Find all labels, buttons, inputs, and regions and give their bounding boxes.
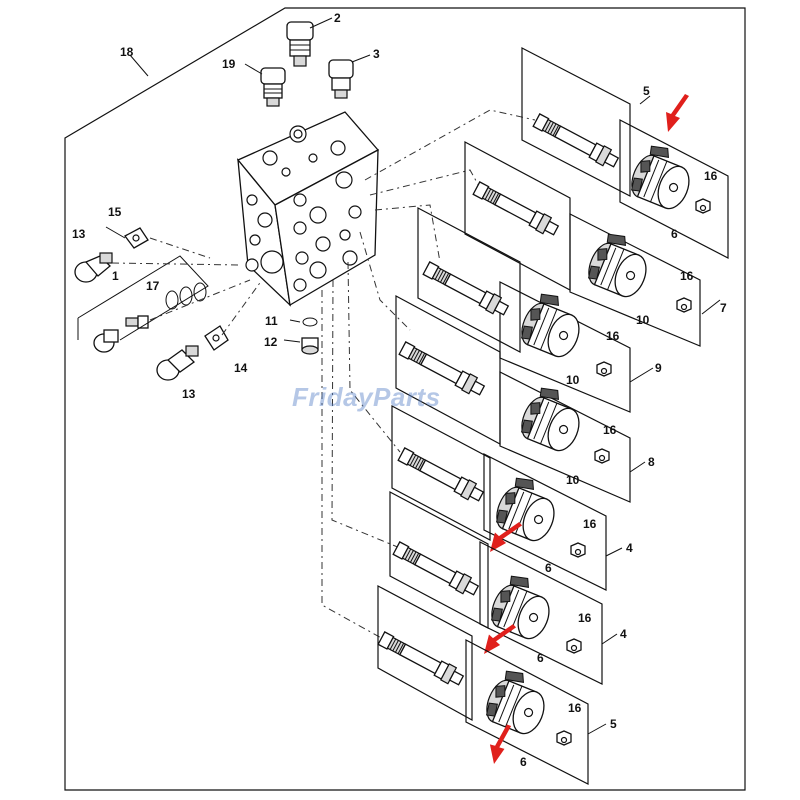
callout-10-a: 10 <box>636 313 650 327</box>
callout-2: 2 <box>334 11 341 25</box>
fitting-15 <box>124 227 149 249</box>
solenoid-group-4-lower <box>389 491 603 685</box>
fitting-14 <box>204 325 229 351</box>
plug-19 <box>260 67 286 107</box>
solenoid-group-7 <box>464 141 701 347</box>
callout-13-upper: 13 <box>72 227 86 241</box>
callout-19: 19 <box>222 57 236 71</box>
callout-5-top: 5 <box>643 84 650 98</box>
callout-8: 8 <box>648 455 655 469</box>
callout-16-a: 16 <box>704 169 718 183</box>
watermark-logo: FridayParts <box>292 382 441 412</box>
callout-16-d: 16 <box>603 423 617 437</box>
callout-16-b: 16 <box>680 269 694 283</box>
callout-12: 12 <box>264 335 278 349</box>
callout-9: 9 <box>655 361 662 375</box>
callout-16-g: 16 <box>568 701 582 715</box>
assembly-outline <box>64 7 746 791</box>
callout-labels: 18 2 19 3 15 13 1 17 11 12 14 13 5 16 6 … <box>72 11 727 769</box>
callout-5-bottom: 5 <box>610 717 617 731</box>
callout-4-lower: 4 <box>620 627 627 641</box>
callout-16-c: 16 <box>606 329 620 343</box>
callout-6-c: 6 <box>537 651 544 665</box>
solenoid-group-5-top <box>521 47 729 259</box>
callout-6-b: 6 <box>545 561 552 575</box>
callout-6-a: 6 <box>671 227 678 241</box>
solenoid-group-4-upper <box>391 405 607 591</box>
callout-10-c: 10 <box>566 473 580 487</box>
callout-4-upper: 4 <box>626 541 633 555</box>
callout-13-lower: 13 <box>182 387 196 401</box>
callout-16-f: 16 <box>578 611 592 625</box>
callout-7: 7 <box>720 301 727 315</box>
plug-12 <box>301 337 319 355</box>
plug-13-upper <box>74 252 113 283</box>
callout-10-b: 10 <box>566 373 580 387</box>
plug-2 <box>286 21 314 67</box>
callout-18: 18 <box>120 45 134 59</box>
callout-3: 3 <box>373 47 380 61</box>
group-bracket-1 <box>77 255 209 341</box>
callout-1: 1 <box>112 269 119 283</box>
callout-17: 17 <box>146 279 160 293</box>
callout-14: 14 <box>234 361 248 375</box>
plug-3 <box>328 59 354 99</box>
callout-15: 15 <box>108 205 122 219</box>
fitting-17 <box>125 315 149 329</box>
valve-manifold-block <box>236 111 380 307</box>
callout-6-d: 6 <box>520 755 527 769</box>
plug-1 <box>93 329 119 353</box>
plug-13-lower <box>156 345 199 381</box>
solenoid-group-9 <box>417 207 631 413</box>
callout-16-e: 16 <box>583 517 597 531</box>
callout-11: 11 <box>265 314 278 328</box>
o-ring-11 <box>302 317 318 327</box>
solenoid-group-8 <box>395 294 631 503</box>
solenoid-group-5-bottom <box>376 585 589 785</box>
